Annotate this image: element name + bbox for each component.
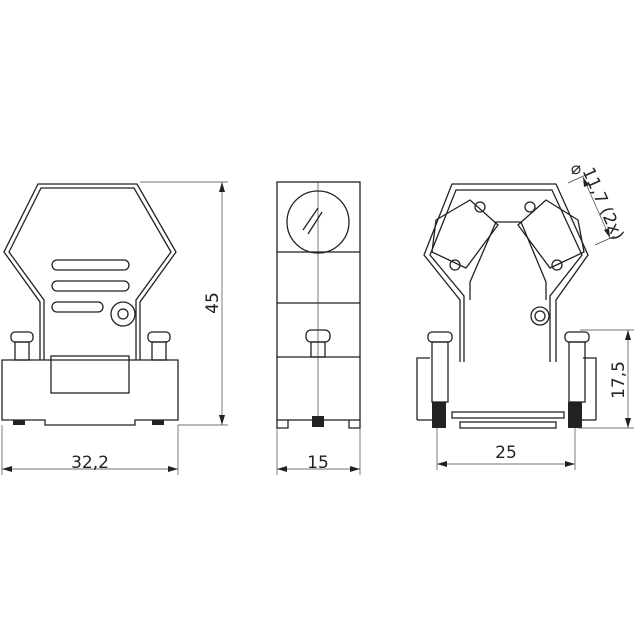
dimension-lines <box>1 173 634 475</box>
lock-screw-icon <box>110 301 136 327</box>
dim-front-width: 32,2 <box>71 453 109 473</box>
dim-cable-diameter: 11,7 (2x) <box>578 165 628 244</box>
side-view <box>276 181 361 429</box>
dim-height: 45 <box>203 292 223 314</box>
dim-screw-spacing: 25 <box>495 443 517 463</box>
open-view <box>416 183 597 429</box>
front-view <box>1 183 179 426</box>
diameter-symbol: ⌀ <box>571 159 581 179</box>
dim-side-width: 15 <box>307 453 329 473</box>
dim-screw-height: 17,5 <box>609 361 629 399</box>
